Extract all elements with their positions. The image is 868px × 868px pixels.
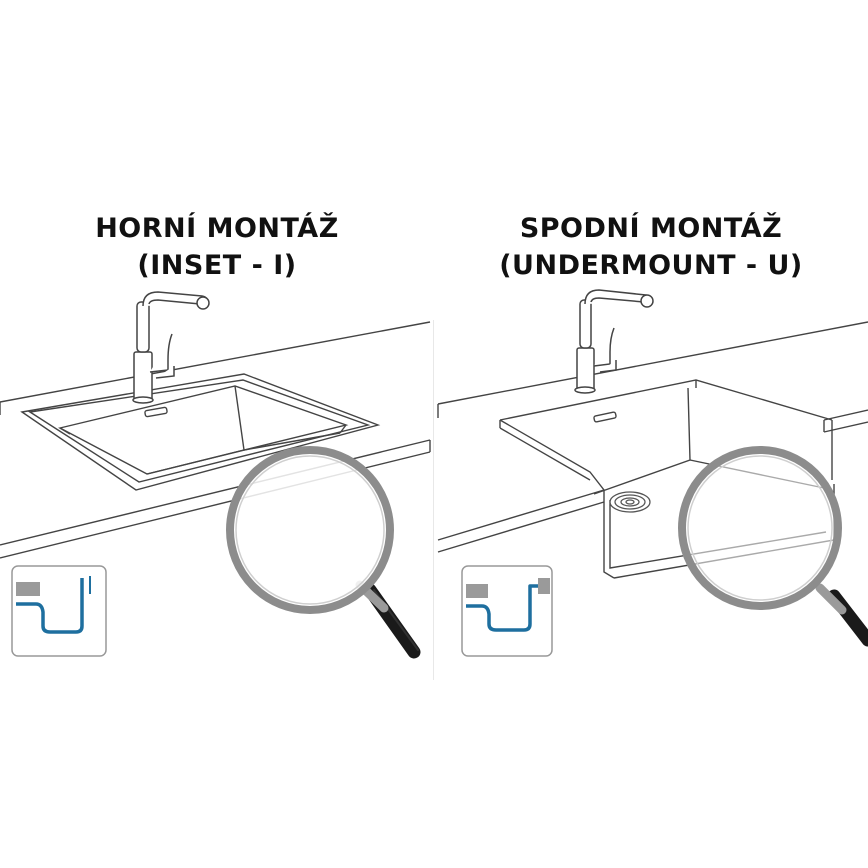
inset-sink bbox=[20, 373, 381, 491]
inset-panel: HORNÍ MONTÁŽ (INSET - I) bbox=[0, 210, 434, 659]
drain-strainer-icon bbox=[609, 491, 651, 513]
profile-diagram-icon bbox=[11, 565, 107, 657]
undermount-title-line2: (UNDERMOUNT - U) bbox=[499, 250, 803, 281]
undermount-title-line1: SPODNÍ MONTÁŽ bbox=[519, 213, 783, 244]
faucet-icon bbox=[132, 291, 210, 404]
inset-illustration bbox=[0, 291, 431, 659]
magnifying-glass-icon bbox=[226, 446, 421, 659]
faucet-icon bbox=[574, 289, 654, 394]
panel-divider bbox=[433, 320, 434, 680]
undermount-panel: SPODNÍ MONTÁŽ (UNDERMOUNT - U) bbox=[434, 0, 868, 868]
inset-title-line1: HORNÍ MONTÁŽ bbox=[95, 213, 339, 244]
inset-title-line2: (INSET - I) bbox=[137, 250, 297, 281]
magnifying-glass-icon bbox=[678, 446, 868, 647]
undermount-title: SPODNÍ MONTÁŽ (UNDERMOUNT - U) bbox=[434, 210, 868, 284]
profile-diagram-icon bbox=[461, 565, 553, 657]
undermount-illustration bbox=[437, 289, 868, 657]
inset-title: HORNÍ MONTÁŽ (INSET - I) bbox=[0, 210, 434, 284]
